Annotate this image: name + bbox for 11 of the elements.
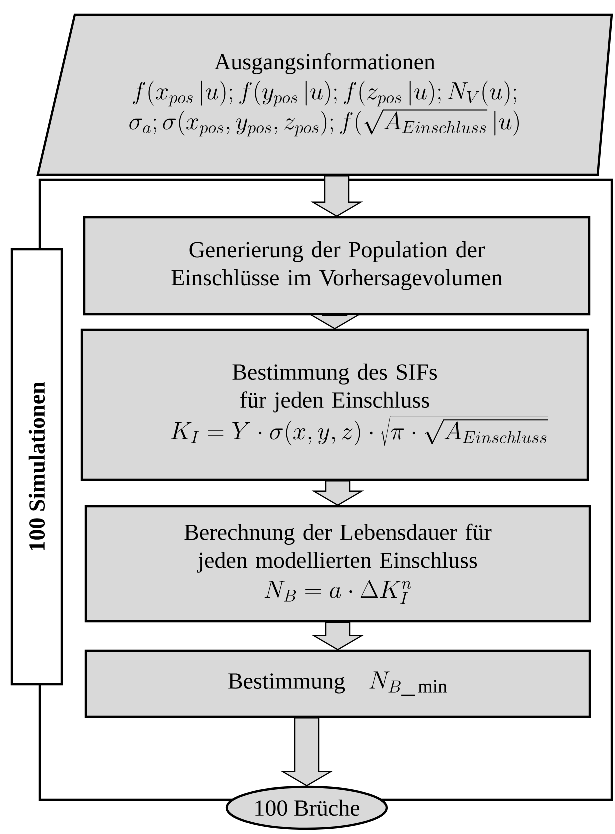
block-arrow bbox=[310, 176, 364, 218]
block-arrow bbox=[280, 718, 334, 787]
block-arrow bbox=[308, 314, 362, 330]
process-box: Bestimmung $N_{B\_\min}$ bbox=[84, 650, 592, 718]
process-box: Berechnung der Lebensdauer für jeden modellierten Einschluss $N_B=a\cdot\Delta K_I^n$ bbox=[84, 505, 592, 623]
process-box: Bestimmung des SIFs für jeden Einschluss $K_I=Y\cdot\sigma(x,y,z)\cdot\sqrt{\pi\cdot\sqrt{A_{Einschluss}}}$ bbox=[80, 328, 590, 482]
loop-label-box: 100 Simulationen bbox=[10, 248, 64, 686]
block-arrow bbox=[312, 480, 364, 506]
input-parallelogram: Ausgangsinformationen $f(x_{pos}\,|u);f(y_{pos}\,|u);f(z_{pos}\,|u);N_V(u);$ $\sigma_a;\sigma(x_{pos},y_{pos},z_{pos});f(\sqrt{A_{Einschluss}}\,|u)$ bbox=[36, 14, 614, 176]
process-box: Generierung der Population der Einschlüsse im Vorhersagevolumen bbox=[83, 216, 591, 316]
block-arrow bbox=[312, 622, 364, 651]
